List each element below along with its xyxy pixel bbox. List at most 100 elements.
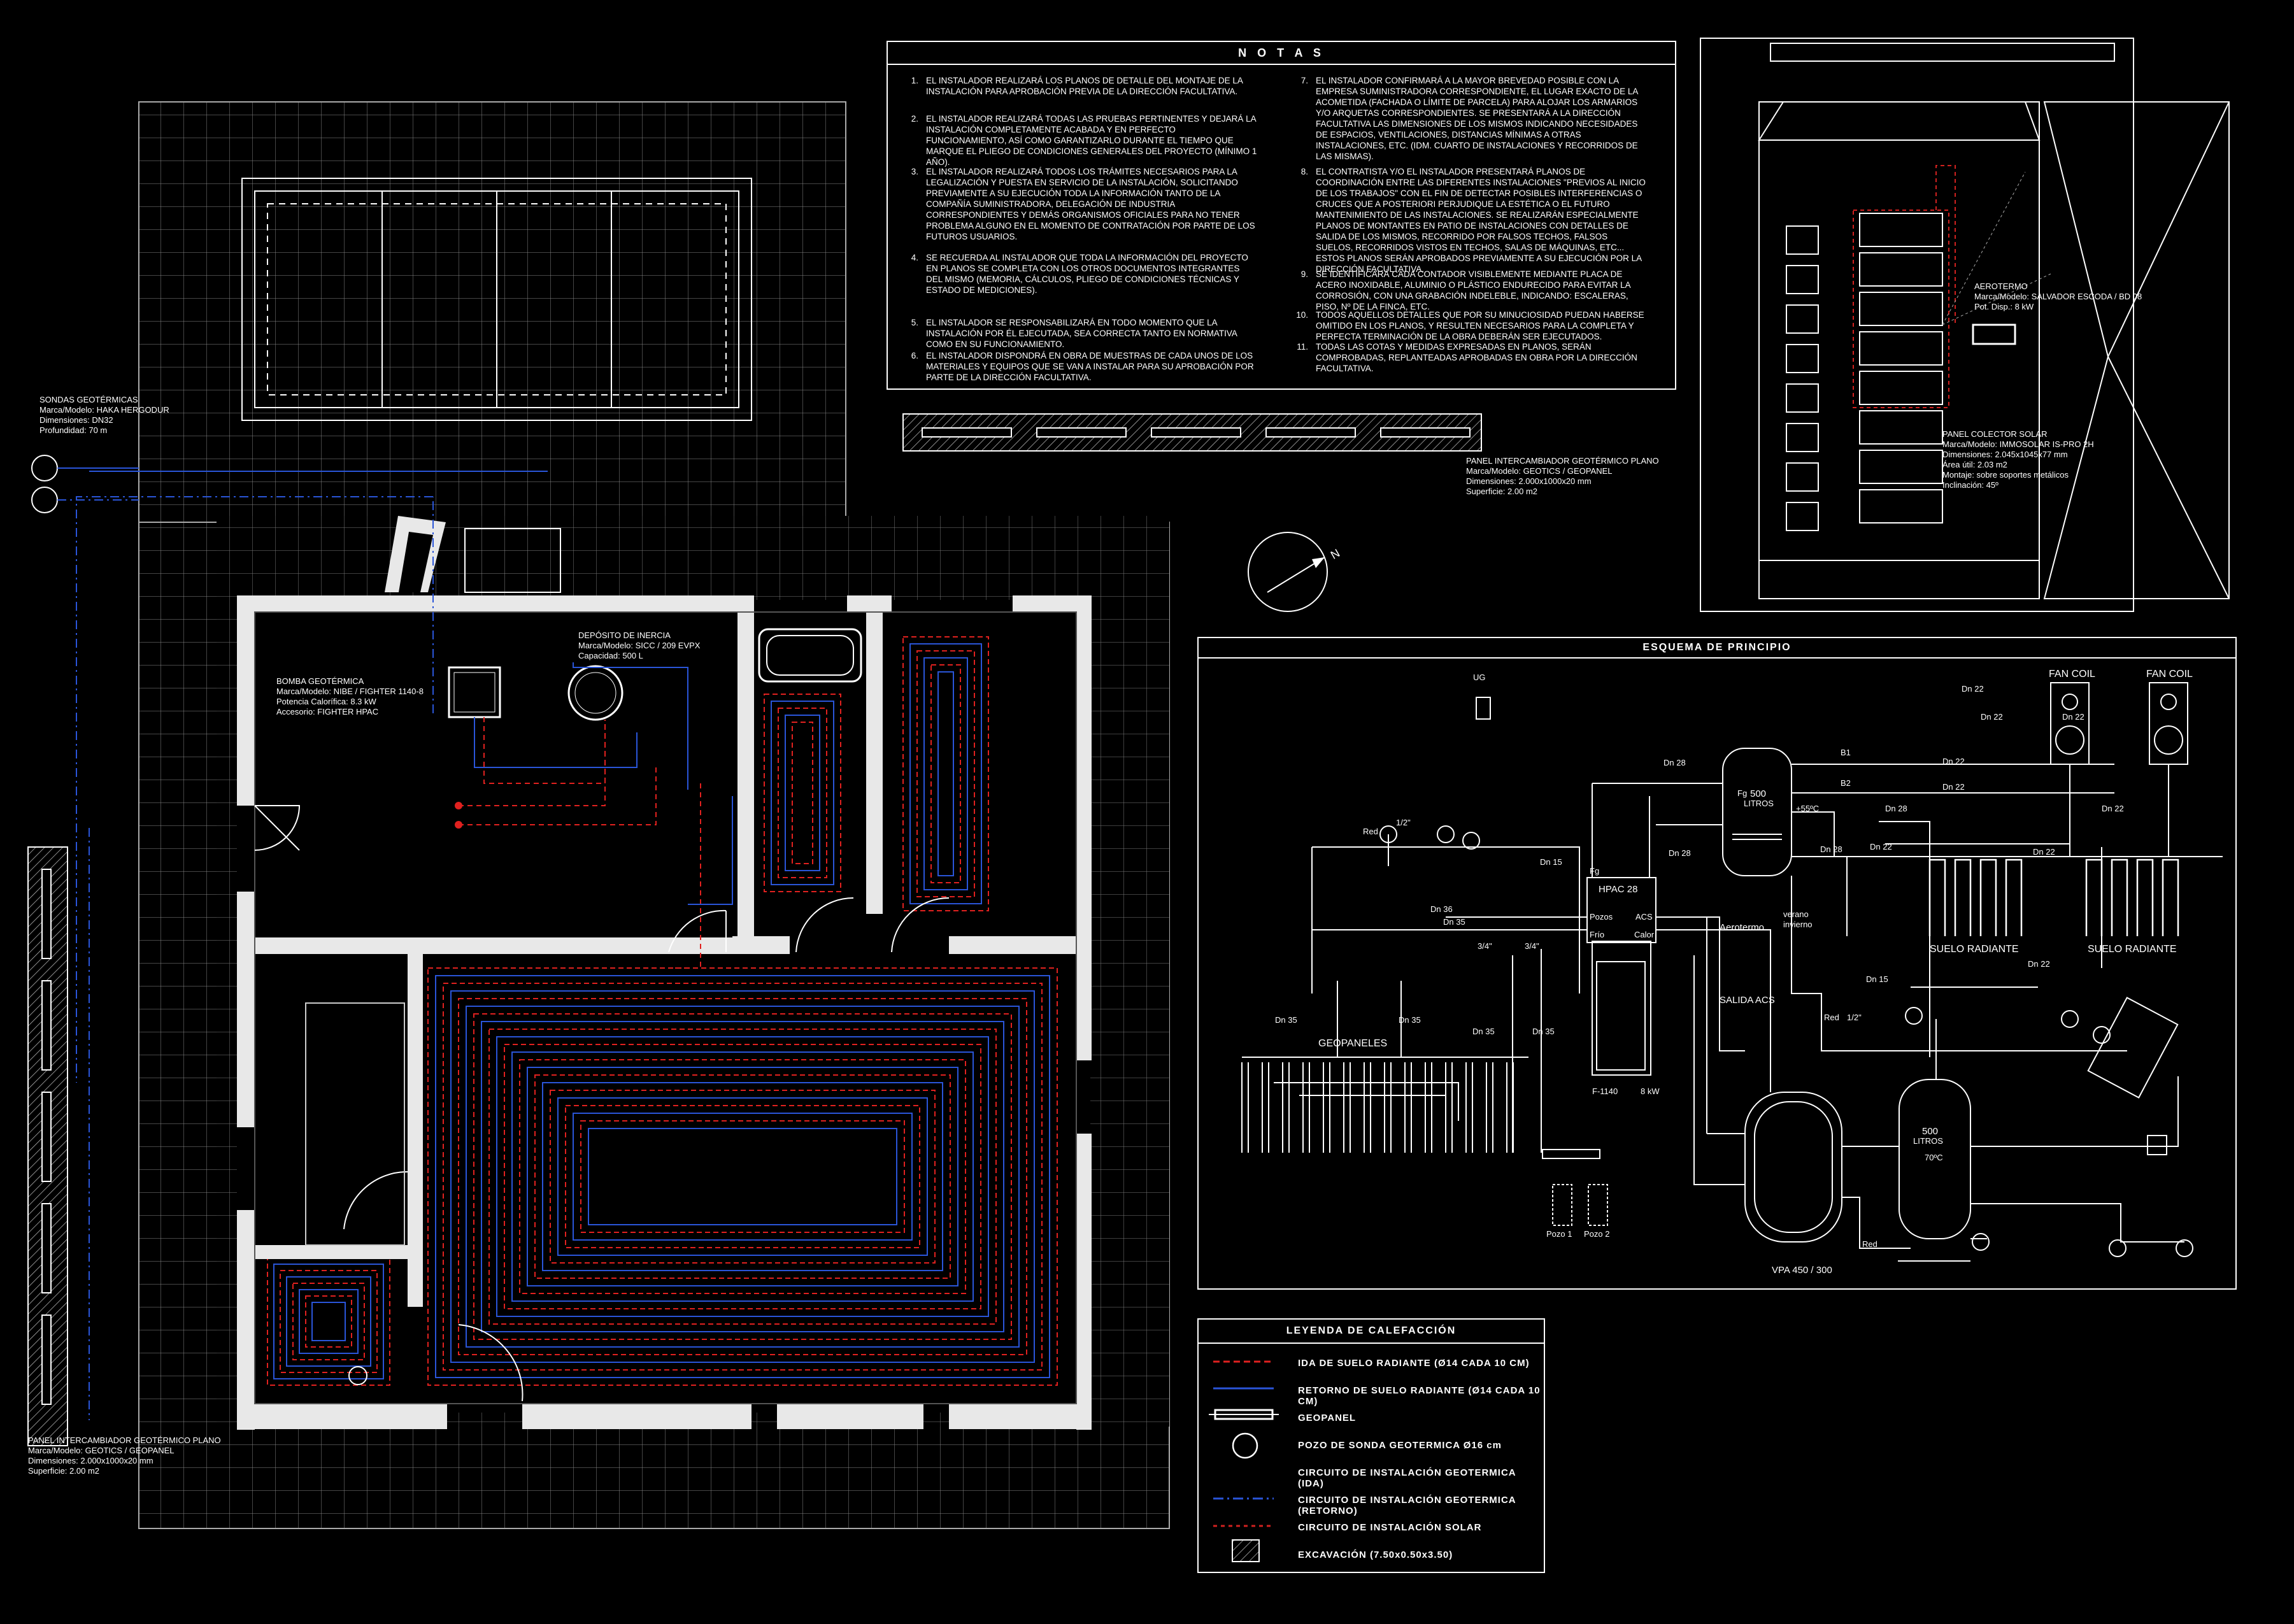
schema-label-fancoil1: FAN COIL bbox=[2049, 669, 2095, 680]
schema-label-dn15a: Dn 15 bbox=[1540, 857, 1562, 867]
coil-loop bbox=[778, 708, 827, 878]
schema-label-invierno: invierno bbox=[1783, 920, 1813, 929]
aerotermo-unit bbox=[1972, 324, 2016, 345]
roof-skylight bbox=[1786, 225, 1819, 255]
coil-loop bbox=[511, 1051, 974, 1302]
schema-pipe bbox=[1656, 916, 1745, 1051]
notes-panel: N O T A S 1.EL INSTALADOR REALIZARÁ LOS … bbox=[887, 41, 1676, 390]
schema-label-dn22c: Dn 22 bbox=[1942, 757, 1965, 766]
legend-row: GEOPANEL bbox=[1199, 1406, 1542, 1432]
schema-panel: ESQUEMA DE PRINCIPIO bbox=[1197, 637, 2237, 1290]
schema-label-dn35b: Dn 35 bbox=[1275, 1015, 1297, 1025]
schema-label-b2: B2 bbox=[1841, 778, 1851, 788]
schema-label-dn28a: Dn 28 bbox=[1664, 758, 1686, 767]
schema-label-half2: 1/2" bbox=[1847, 1013, 1862, 1022]
gauge-icon bbox=[1905, 1007, 1923, 1025]
legend-row: POZO DE SONDA GEOTERMICA Ø16 cm bbox=[1199, 1434, 1542, 1459]
coil-loop bbox=[771, 701, 834, 885]
gauge-icon bbox=[1462, 832, 1480, 850]
schema-label-c70: 70ºC bbox=[1925, 1153, 1943, 1162]
schema-label-q34a: 3/4" bbox=[1478, 941, 1492, 951]
legend-row-label: CIRCUITO DE INSTALACIÓN GEOTERMICA (RETO… bbox=[1298, 1495, 1516, 1516]
legend-row: RETORNO DE SUELO RADIANTE (Ø14 CADA 10 C… bbox=[1199, 1379, 1542, 1407]
plant-room-pipes bbox=[76, 471, 733, 1420]
radiant-floor-loop bbox=[2005, 858, 2023, 936]
coil-loop bbox=[764, 694, 841, 892]
schema-label-dn22h: Dn 22 bbox=[2062, 712, 2084, 722]
geopanel-loop bbox=[1323, 1062, 1330, 1153]
schema-pipe bbox=[1842, 1197, 1911, 1249]
radiant-floor-loop bbox=[2111, 858, 2128, 936]
legend-row: IDA DE SUELO RADIANTE (Ø14 CADA 10 CM) bbox=[1199, 1351, 1542, 1377]
legend-row-label: RETORNO DE SUELO RADIANTE (Ø14 CADA 10 C… bbox=[1298, 1385, 1541, 1407]
solar-collector bbox=[1859, 252, 1943, 287]
coil-loop bbox=[481, 1021, 1004, 1332]
schema-pipe bbox=[1312, 846, 1580, 994]
geopanel-loop bbox=[1404, 1062, 1412, 1153]
schema-label-litros500b: 500 bbox=[1922, 1126, 1939, 1137]
coil-loop bbox=[534, 1074, 951, 1279]
geopanel-loop bbox=[1364, 1062, 1371, 1153]
schema-label-dn22b: Dn 22 bbox=[1981, 712, 2003, 722]
schema-geopanel-manifold bbox=[1241, 1057, 1608, 1226]
geopanel bbox=[1151, 427, 1241, 438]
schema-label-f1140: F-1140 bbox=[1592, 1086, 1618, 1096]
legend-row-label: GEOPANEL bbox=[1298, 1413, 1357, 1423]
gauge-icon bbox=[1437, 825, 1455, 843]
schema-label-c55: +55ºC bbox=[1796, 804, 1820, 813]
schema-label-dn15b: Dn 15 bbox=[1866, 974, 1888, 984]
legend-row-label: IDA DE SUELO RADIANTE (Ø14 CADA 10 CM) bbox=[1298, 1358, 1530, 1369]
roof-skylight bbox=[1786, 344, 1819, 373]
schema-pipe bbox=[1879, 821, 1930, 1057]
schema-underfloor-symbols bbox=[1928, 858, 2179, 936]
geopanel bbox=[1380, 427, 1471, 438]
solar-collector bbox=[1859, 489, 1943, 524]
solar-collector bbox=[1859, 292, 1943, 326]
geopanel-loop bbox=[1262, 1062, 1269, 1153]
solar-collector bbox=[1859, 213, 1943, 247]
coil-loop bbox=[923, 657, 968, 890]
schema-label-geopaneles: GEOPANELES bbox=[1318, 1038, 1388, 1049]
geopanel bbox=[41, 980, 52, 1071]
schema-label-vpa: VPA 450 / 300 bbox=[1772, 1265, 1832, 1276]
schema-label-fancoil2: FAN COIL bbox=[2146, 669, 2193, 680]
coil-loop bbox=[565, 1105, 920, 1248]
legend-row: EXCAVACIÓN (7.50x0.50x3.50) bbox=[1199, 1543, 1542, 1569]
coil-loop bbox=[542, 1082, 943, 1271]
coil-loop bbox=[286, 1276, 371, 1367]
manifold-line bbox=[1274, 1082, 1459, 1121]
schema-label-kw8: 8 kW bbox=[1641, 1086, 1660, 1096]
coil-loop bbox=[527, 1067, 958, 1286]
coil-loop bbox=[909, 643, 982, 904]
underfloor-heating-coils bbox=[267, 636, 1058, 1386]
legend-row: CIRCUITO DE INSTALACIÓN GEOTERMICA (RETO… bbox=[1199, 1488, 1542, 1516]
legend-row-label: CIRCUITO DE INSTALACIÓN GEOTERMICA (IDA) bbox=[1298, 1467, 1516, 1489]
geopanel bbox=[41, 1092, 52, 1182]
doors bbox=[254, 805, 950, 1402]
solar-collector bbox=[1859, 371, 1943, 405]
coil-loop bbox=[930, 664, 961, 883]
roof-skylight bbox=[1786, 304, 1819, 334]
schema-label-litros500a2: LITROS bbox=[1744, 799, 1774, 808]
gauge-icon bbox=[2109, 1239, 2127, 1257]
coil-loop bbox=[435, 975, 1050, 1378]
geopanel bbox=[922, 427, 1012, 438]
coil-loop bbox=[588, 1128, 897, 1225]
geopanel-loop bbox=[1486, 1062, 1493, 1153]
schema-label-suelo1: SUELO RADIANTE bbox=[1930, 944, 2019, 955]
gauge-icon bbox=[1379, 825, 1397, 843]
schema-label-red1: Red bbox=[1363, 827, 1378, 836]
porch bbox=[464, 528, 561, 593]
legend-row-label: CIRCUITO DE INSTALACIÓN SOLAR bbox=[1298, 1522, 1482, 1533]
geopanel bbox=[1265, 427, 1356, 438]
schema-pipe bbox=[1656, 929, 1771, 1092]
pozo-2-symbol bbox=[1588, 1184, 1608, 1226]
schema-label-q34b: 3/4" bbox=[1525, 941, 1539, 951]
gauge-icon bbox=[2093, 1026, 2111, 1044]
schema-label-half1: 1/2" bbox=[1396, 818, 1411, 827]
